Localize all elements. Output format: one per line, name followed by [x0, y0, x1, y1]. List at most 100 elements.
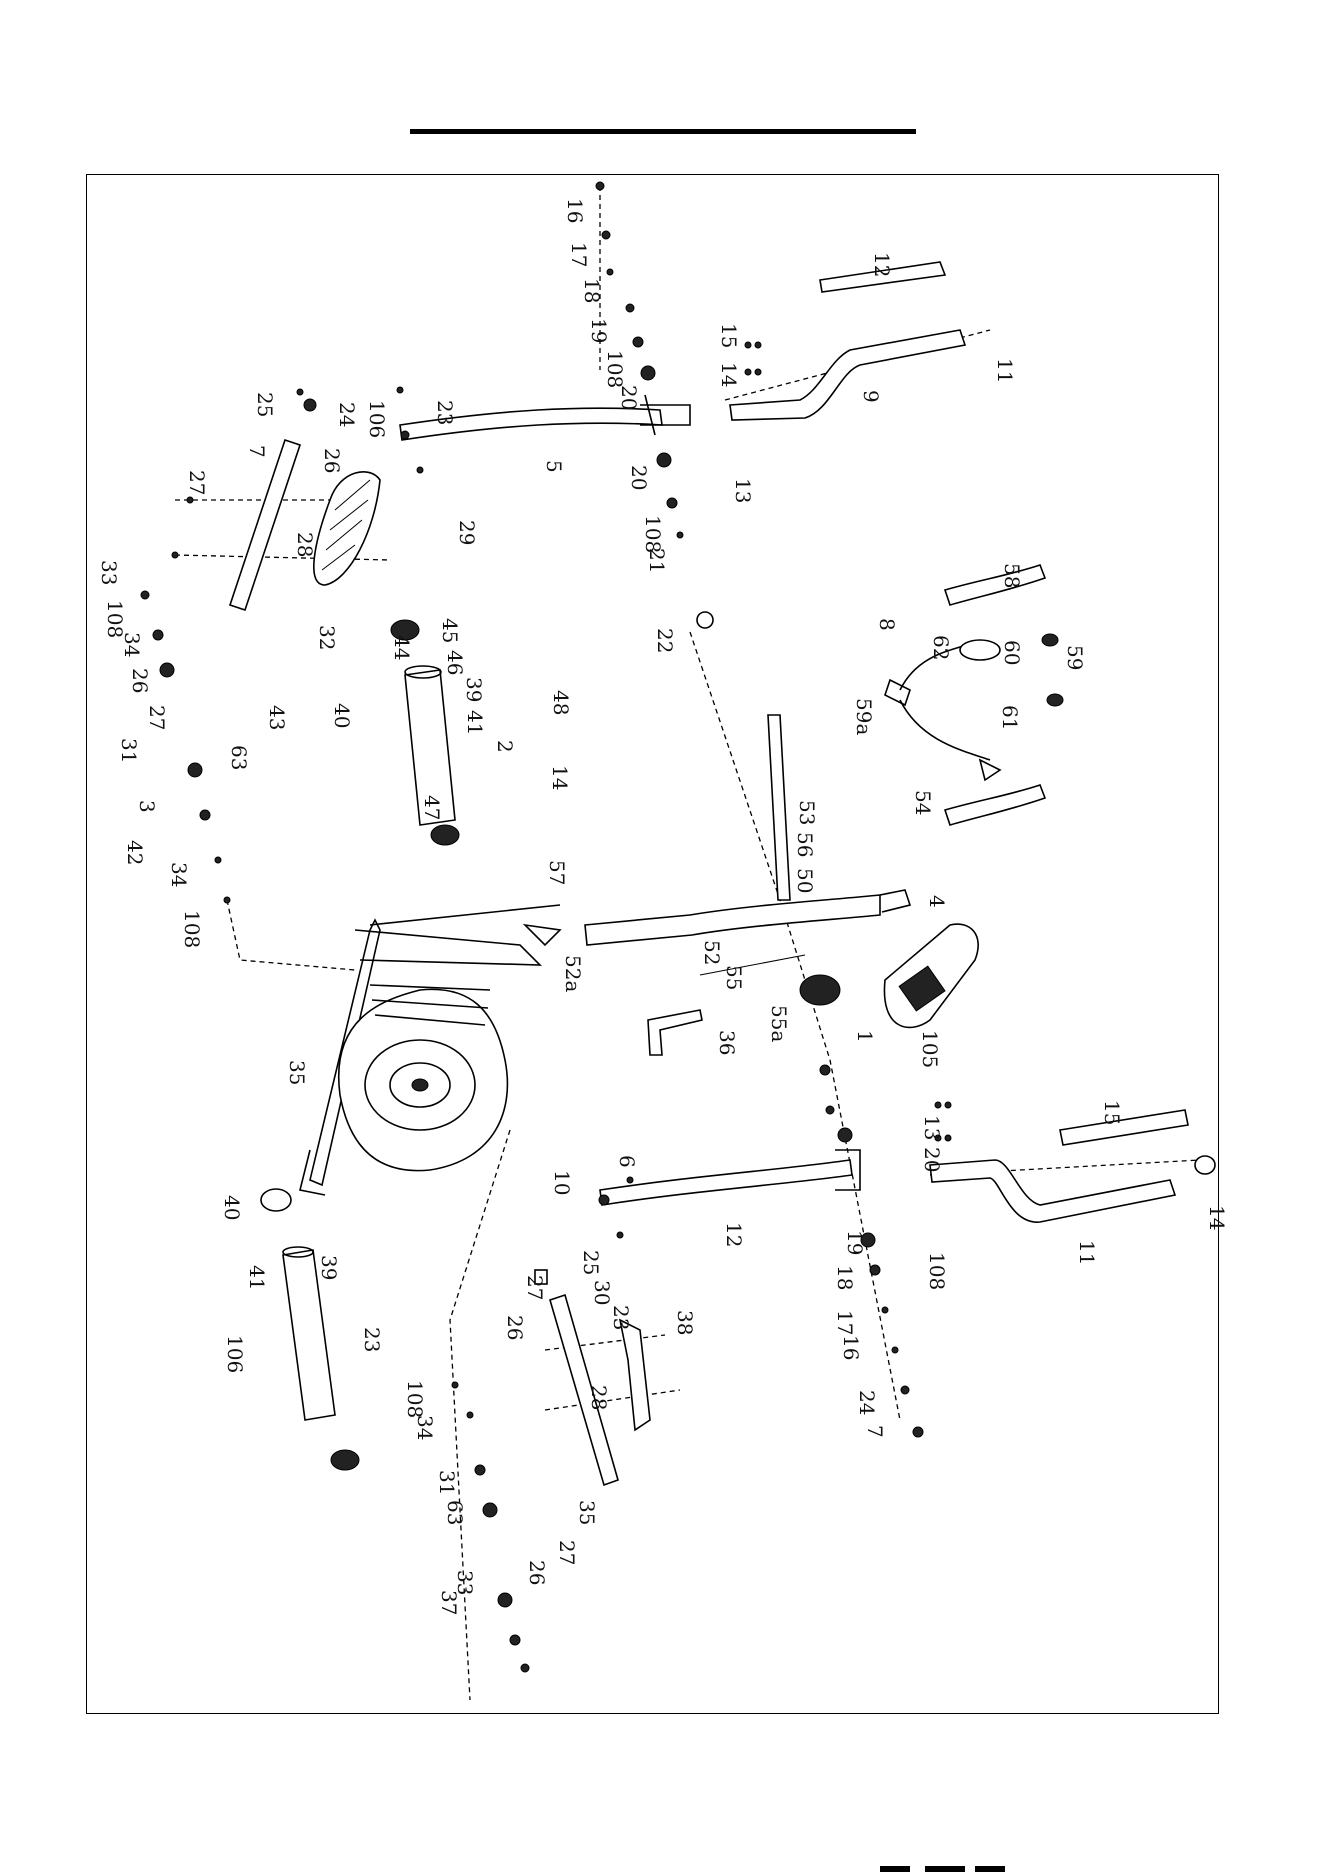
- part-label-17: 17: [567, 242, 591, 267]
- part-label-42: 42: [123, 840, 147, 865]
- hardware-dots: [140, 181, 952, 1673]
- part-label-38: 38: [673, 1310, 697, 1335]
- part-label-18: 18: [580, 278, 604, 303]
- part-label-61: 61: [998, 705, 1022, 730]
- part-label-108: 108: [403, 1380, 427, 1418]
- title-rule: [410, 129, 916, 134]
- part-label-46: 46: [443, 650, 467, 675]
- part-label-105: 105: [918, 1030, 942, 1068]
- part-label-7: 7: [245, 445, 269, 458]
- part-label-29: 29: [455, 520, 479, 545]
- part-label-23: 23: [609, 1305, 633, 1330]
- part-label-12: 12: [722, 1222, 746, 1247]
- part-label-45: 45: [438, 618, 462, 643]
- main-beam: [522, 714, 912, 947]
- part-label-27: 27: [185, 470, 209, 495]
- part-label-35: 35: [575, 1500, 599, 1525]
- part-label-41: 41: [463, 710, 487, 735]
- part-label-24: 24: [855, 1390, 879, 1415]
- bottom-bar-2: [925, 1866, 965, 1872]
- part-label-35: 35: [285, 1060, 309, 1085]
- part-label-23: 23: [360, 1327, 384, 1352]
- part-label-33: 33: [97, 560, 121, 585]
- part-label-55: 55: [722, 965, 746, 990]
- part-label-50: 50: [793, 868, 817, 893]
- part-label-15: 15: [1100, 1100, 1124, 1125]
- part-label-106: 106: [365, 400, 389, 438]
- part-label-63: 63: [443, 1500, 467, 1525]
- part-label-39: 39: [317, 1255, 341, 1280]
- part-label-48: 48: [549, 690, 573, 715]
- part-label-27: 27: [145, 705, 169, 730]
- part-label-56: 56: [793, 832, 817, 857]
- part-label-20: 20: [920, 1147, 944, 1172]
- part-label-5: 5: [542, 460, 566, 473]
- part-label-33: 33: [453, 1570, 477, 1595]
- part-label-47: 47: [420, 795, 444, 820]
- part-label-34: 34: [413, 1415, 437, 1440]
- part-label-106: 106: [223, 1335, 247, 1373]
- pedal-arm-lower: [534, 1269, 651, 1487]
- part-label-40: 40: [330, 703, 354, 728]
- part-label-108: 108: [180, 910, 204, 948]
- upper-arm-right: [599, 1109, 1216, 1223]
- part-label-14: 14: [1205, 1205, 1229, 1230]
- assembly-line-center: [689, 631, 901, 1421]
- part-label-60: 60: [1000, 640, 1024, 665]
- part-label-31: 31: [117, 738, 141, 763]
- part-label-2: 2: [493, 740, 517, 753]
- part-label-23: 23: [433, 400, 457, 425]
- part-label-108: 108: [603, 350, 627, 388]
- tension-knob-part: [699, 954, 841, 1006]
- part-label-43: 43: [265, 705, 289, 730]
- main-frame-part: [299, 904, 561, 1196]
- part-label-44: 44: [390, 635, 414, 660]
- part-label-52a: 52a: [561, 955, 585, 992]
- part-label-25: 25: [579, 1250, 603, 1275]
- part-label-19: 19: [587, 318, 611, 343]
- part-label-39: 39: [462, 677, 486, 702]
- part-label-22: 22: [653, 628, 677, 653]
- part-label-108: 108: [925, 1252, 949, 1290]
- part-label-34: 34: [167, 862, 191, 887]
- part-label-3: 3: [135, 800, 159, 813]
- handle-assembly: [884, 563, 1064, 826]
- console-part: [883, 923, 979, 1029]
- part-label-27: 27: [523, 1275, 547, 1300]
- part-label-13: 13: [920, 1115, 944, 1140]
- part-label-62: 62: [929, 635, 953, 660]
- part-label-16: 16: [839, 1335, 863, 1360]
- part-label-11: 11: [1075, 1240, 1099, 1265]
- assembly-line-left: [226, 899, 356, 971]
- part-label-52: 52: [700, 940, 724, 965]
- part-label-26: 26: [503, 1315, 527, 1340]
- part-label-4: 4: [925, 895, 949, 908]
- part-label-28: 28: [587, 1385, 611, 1410]
- upper-arm-left: [399, 261, 967, 441]
- part-label-24: 24: [335, 402, 359, 427]
- part-label-9: 9: [859, 390, 883, 403]
- bottom-bar-3: [975, 1866, 1005, 1872]
- part-label-26: 26: [525, 1560, 549, 1585]
- part-label-1: 1: [853, 1030, 877, 1043]
- part-label-34: 34: [120, 632, 144, 657]
- front-tube-lower: [260, 1188, 360, 1471]
- front-tube-upper: [390, 619, 460, 846]
- bracket-105: [647, 1009, 703, 1056]
- part-labels: 1617181910820151413121195231062010821222…: [97, 198, 1229, 1615]
- part-label-26: 26: [128, 668, 152, 693]
- part-label-7: 7: [863, 1425, 887, 1438]
- part-label-57: 57: [545, 860, 569, 885]
- assembly-line-lower: [449, 1129, 511, 1701]
- part-label-108: 108: [641, 515, 665, 553]
- part-label-63: 63: [227, 745, 251, 770]
- part-label-37: 37: [437, 1590, 461, 1615]
- part-label-17: 17: [833, 1310, 857, 1335]
- part-label-28: 28: [293, 532, 317, 557]
- part-label-13: 13: [731, 478, 755, 503]
- part-label-54: 54: [911, 790, 935, 815]
- part-label-32: 32: [315, 625, 339, 650]
- part-label-16: 16: [563, 198, 587, 223]
- pedal-arm-upper: [228, 438, 381, 612]
